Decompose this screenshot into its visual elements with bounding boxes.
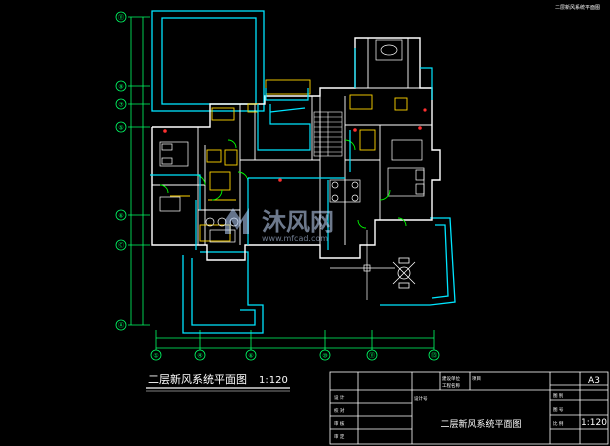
bottom-axis-bubbles — [150, 349, 440, 361]
axis-label-left-5: ⑥ — [118, 213, 123, 220]
furniture-bedroom-right — [375, 39, 425, 197]
drawing-title: 二层新风系统平面图 — [148, 372, 247, 386]
axis-label-left-6: Ⓒ — [118, 242, 124, 250]
tb-cell-construction-unit: 建设单位 — [442, 375, 460, 382]
axis-label-left-4: ⑤ — [118, 125, 123, 132]
bottom-dimension-chain — [155, 330, 435, 350]
tb-left-approver: 审 定 — [334, 433, 345, 440]
tb-cell-design-no: 设计号 — [414, 395, 428, 402]
building-walls — [151, 37, 441, 261]
left-axis-bubbles — [115, 11, 127, 331]
furniture-bedroom-left — [159, 141, 189, 212]
tb-right-scale-label: 比 例 — [553, 420, 564, 427]
tb-left-reviewer: 审 核 — [334, 420, 345, 427]
axis-label-bottom-2: ④ — [197, 353, 202, 360]
axis-bubble-bottom-4 — [319, 349, 331, 361]
axis-label-bottom-1: ① — [153, 353, 158, 360]
terrace-outlines — [151, 10, 456, 334]
tb-right-category: 图 别 — [553, 392, 564, 399]
axis-label-bottom-6: ⑬ — [431, 352, 437, 360]
axis-bubble-bottom-5 — [366, 349, 378, 361]
axis-label-left-3: ⑦ — [118, 102, 124, 109]
title-block — [329, 371, 609, 445]
axis-bubble-bottom-3 — [245, 349, 257, 361]
tb-cell-project-name: 工程名称 — [442, 382, 460, 389]
axis-label-bottom-4: ⑩ — [322, 353, 327, 360]
furniture-terrace — [392, 257, 416, 289]
axis-label-left-1: ⑪ — [118, 14, 124, 22]
axis-label-left-2: ⑨ — [118, 84, 123, 91]
tb-right-number: 图 号 — [553, 407, 564, 413]
axis-label-left-7: Ⓐ — [118, 322, 124, 330]
watermark-brand: 沐风网 — [262, 208, 334, 236]
drawing-scale: 1:120 — [259, 375, 288, 386]
crosshair-marker — [330, 230, 395, 300]
staircase — [313, 111, 343, 157]
tb-left-designer: 设 计 — [334, 394, 345, 401]
axis-bubble-left-4 — [115, 121, 127, 133]
tb-cell-item: 项目 — [472, 376, 481, 382]
red-symbols — [163, 108, 427, 182]
axis-label-bottom-5: ⑪ — [369, 352, 375, 360]
axis-label-bottom-3: ⑥ — [248, 353, 253, 360]
axis-bubble-left-7 — [115, 319, 127, 331]
axis-bubble-left-1 — [115, 11, 127, 23]
axis-bubble-left-3 — [115, 98, 127, 110]
axis-bubble-left-6 — [115, 239, 127, 251]
axis-bubble-bottom-2 — [194, 349, 206, 361]
tb-sheet-scale: 1:120 — [581, 418, 607, 428]
top-right-note: 二层新风系统平面图 — [555, 4, 600, 11]
tb-sheet-size: A3 — [588, 376, 600, 386]
watermark-url: www.mfcad.com — [262, 234, 328, 243]
watermark-logo: 沐风网 www.mfcad.com — [225, 208, 334, 243]
axis-bubble-bottom-1 — [150, 349, 162, 361]
left-dimension-chain — [128, 16, 150, 326]
axis-bubble-bottom-6 — [428, 349, 440, 361]
tb-left-checker: 校 对 — [334, 407, 345, 414]
axis-bubble-left-2 — [115, 80, 127, 92]
axis-bubble-left-5 — [115, 209, 127, 221]
tb-drawing-name: 二层新风系统平面图 — [440, 418, 521, 430]
